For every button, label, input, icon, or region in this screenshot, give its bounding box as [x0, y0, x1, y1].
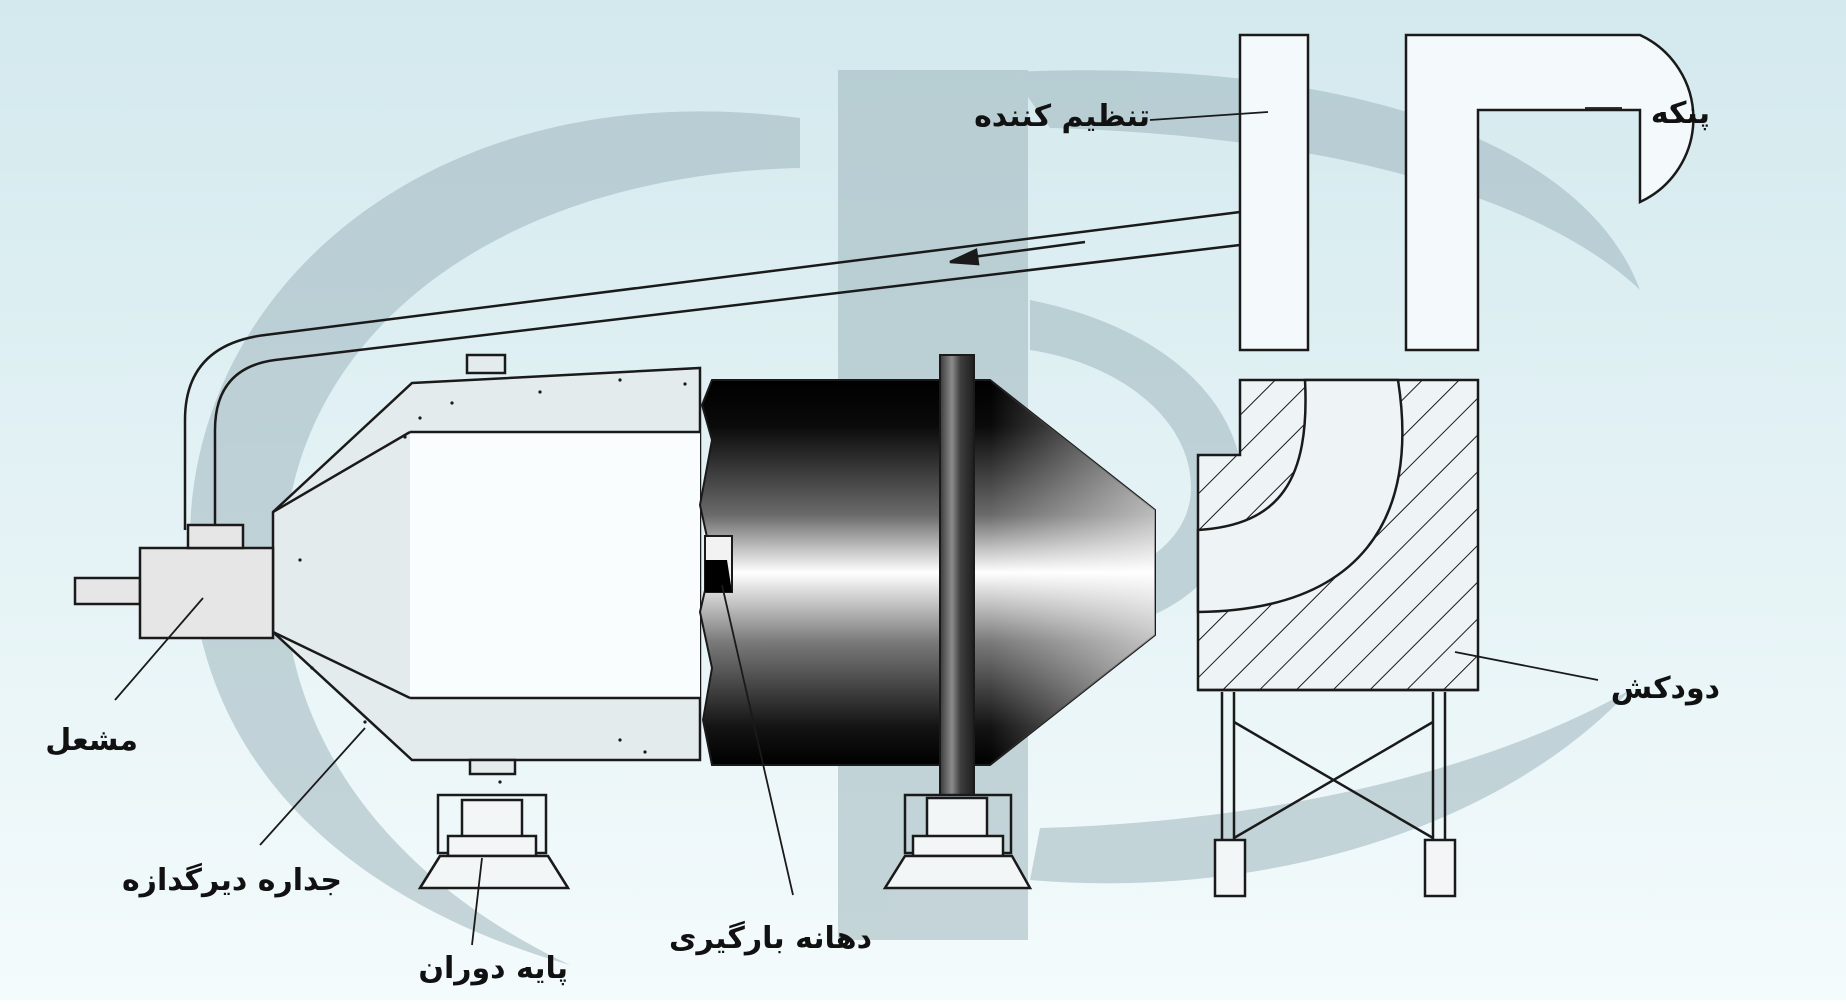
- label-refractory-wall: جداره دیرگدازه: [122, 862, 342, 898]
- label-rotary-base: پایه دوران: [418, 951, 568, 986]
- rotary-base-right: [882, 793, 1033, 890]
- label-fan: پنکه: [1651, 96, 1710, 131]
- regulator-box: [1238, 33, 1310, 352]
- burner-leader: [114, 597, 204, 701]
- arrow-left-icon: [949, 240, 1086, 266]
- chimney: [1196, 378, 1480, 692]
- leader-lines: [114, 107, 1622, 946]
- fan-housing: [1238, 33, 1695, 352]
- refractory-speckles: [298, 378, 687, 784]
- burner: [73, 523, 275, 640]
- label-charging-door: دهانه بارگیری: [669, 920, 872, 956]
- label-burner: مشعل: [45, 723, 138, 758]
- air-duct: [183, 210, 1241, 530]
- fan-volute: [1404, 33, 1695, 352]
- refractory-lining: [271, 353, 702, 776]
- drum-ring-shaft: [939, 354, 975, 796]
- charging-door: [704, 535, 733, 593]
- chimney-stand: [1213, 692, 1457, 898]
- chimney-leader: [1454, 651, 1599, 681]
- regulator-leader: [1149, 111, 1269, 121]
- rotary-drum: [698, 379, 1156, 766]
- charging-door-leader: [721, 584, 794, 896]
- label-regulator: تنظیم کننده: [974, 99, 1150, 134]
- rotary-base-leader: [471, 857, 483, 946]
- rotary-base-left: [417, 793, 571, 890]
- refractory-wall-leader: [259, 727, 366, 846]
- label-chimney: دودکش: [1611, 671, 1720, 706]
